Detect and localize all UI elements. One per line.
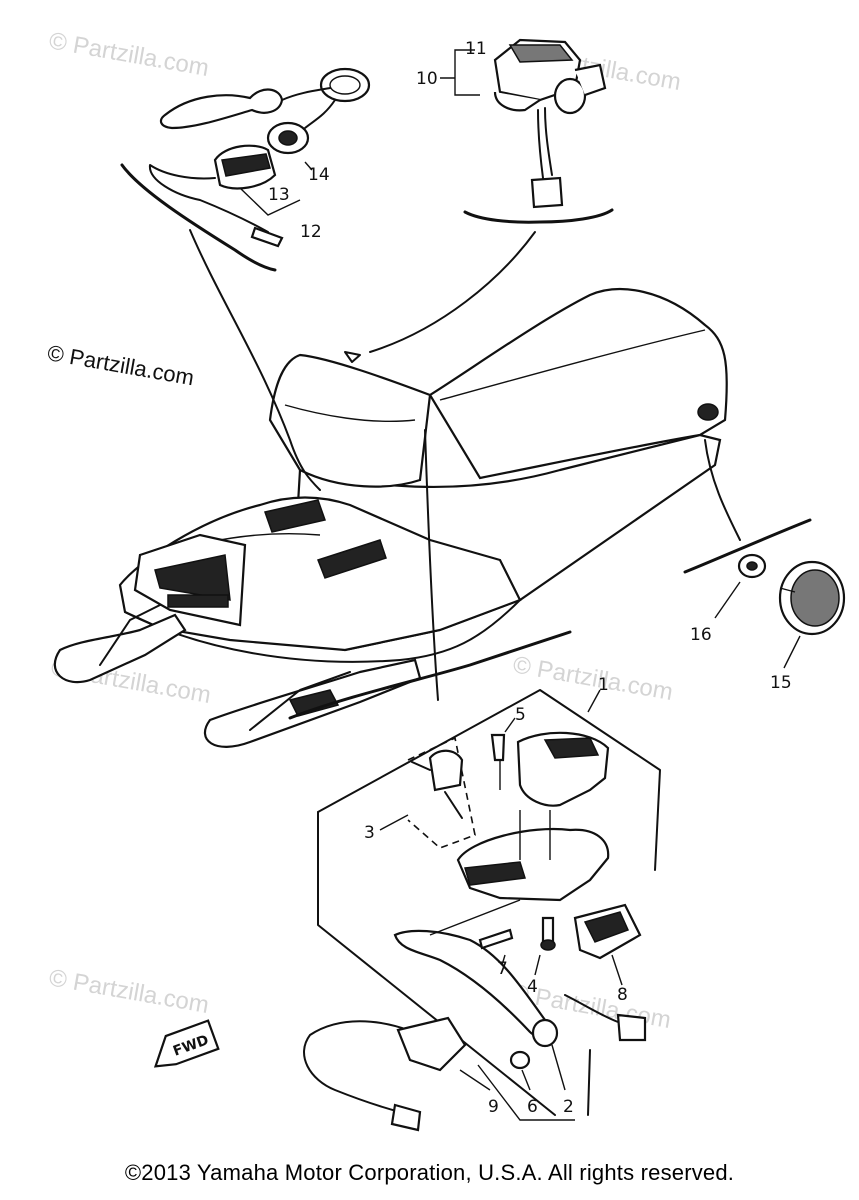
callout-15: 15: [770, 673, 792, 693]
parts-diagram: © Partzilla.com © Partzilla.com © Partzi…: [47, 27, 846, 1132]
callout-12: 12: [300, 222, 322, 242]
snowmobile-body: [53, 288, 728, 748]
callout-16: 16: [690, 625, 712, 645]
fwd-arrow-icon: FWD: [153, 1019, 220, 1068]
callout-10: 10: [416, 69, 438, 89]
stop-switch-assembly: 10 11: [416, 38, 614, 224]
callout-5: 5: [515, 705, 526, 725]
tail-reflector-assembly: 16 15: [683, 518, 846, 693]
callout-2: 2: [563, 1097, 574, 1117]
callout-9: 9: [488, 1097, 499, 1117]
callout-13: 13: [268, 185, 290, 205]
callout-3: 3: [364, 823, 375, 843]
watermark: © Partzilla.com: [511, 651, 675, 706]
callout-7: 7: [497, 959, 508, 979]
watermark: © Partzilla.com: [47, 964, 211, 1019]
callout-1: 1: [598, 675, 609, 695]
callout-11: 11: [465, 39, 487, 59]
copyright-footer: ©2013 Yamaha Motor Corporation, U.S.A. A…: [124, 1160, 735, 1185]
watermark: © Partzilla.com: [47, 27, 211, 82]
callout-14: 14: [308, 165, 330, 185]
routing-lines: [189, 229, 741, 701]
callout-6: 6: [527, 1097, 538, 1117]
callout-4: 4: [527, 977, 538, 997]
callout-8: 8: [617, 985, 628, 1005]
throttle-lever-assembly: 3 5 1 7 4 8: [288, 630, 661, 1132]
ignition-key-assembly: 14 13 12: [120, 67, 371, 272]
